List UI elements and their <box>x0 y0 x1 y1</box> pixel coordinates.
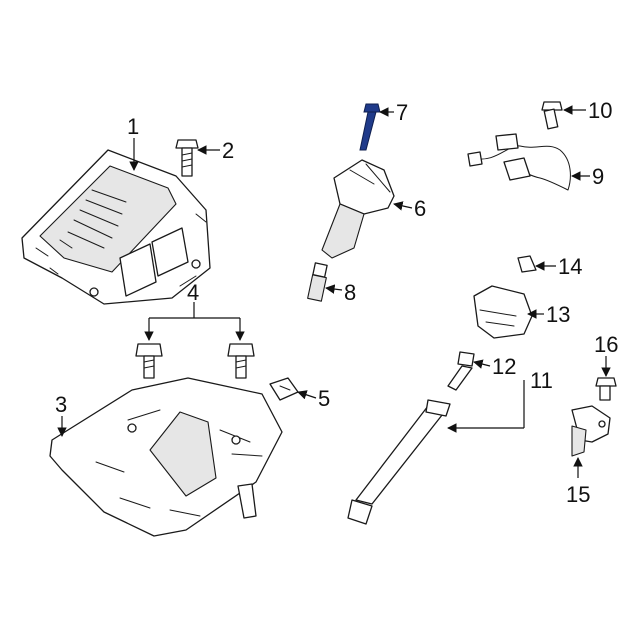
ignition-coil[interactable] <box>321 159 395 259</box>
position-sensor[interactable] <box>571 405 611 457</box>
bracket-bolt-left[interactable] <box>135 343 163 379</box>
dipstick-tube[interactable] <box>347 399 451 525</box>
callout-4: 4 <box>187 280 199 305</box>
harness-bolt[interactable] <box>541 101 563 130</box>
module-bolt[interactable] <box>175 139 199 177</box>
callout-labels: 1 2 3 4 5 6 7 8 9 10 11 12 13 14 15 16 <box>55 98 618 507</box>
callout-16: 16 <box>594 332 618 357</box>
callout-5: 5 <box>318 386 330 411</box>
sensor-bolt[interactable] <box>595 377 617 401</box>
callout-14: 14 <box>558 254 582 279</box>
callout-11: 11 <box>530 368 553 393</box>
spark-plug[interactable] <box>307 262 328 302</box>
tube-stud[interactable] <box>447 351 475 391</box>
callout-6: 6 <box>414 196 426 221</box>
cover-clip[interactable] <box>517 255 537 273</box>
callout-8: 8 <box>344 280 356 305</box>
callout-9: 9 <box>592 164 604 189</box>
mounting-bracket[interactable] <box>49 377 283 537</box>
bracket-bolt-right[interactable] <box>227 343 255 379</box>
callout-7: 7 <box>396 100 408 125</box>
callout-13: 13 <box>546 302 570 327</box>
leader-lines <box>57 105 611 478</box>
callout-12: 12 <box>492 354 516 379</box>
callout-1: 1 <box>127 114 139 139</box>
callout-10: 10 <box>588 98 612 123</box>
sensor-cover[interactable] <box>473 285 533 339</box>
callout-2: 2 <box>222 138 234 163</box>
wiring-harness[interactable] <box>467 133 571 191</box>
engine-control-module[interactable] <box>21 149 211 305</box>
callout-15: 15 <box>566 482 590 507</box>
callout-3: 3 <box>55 392 67 417</box>
coil-bolt[interactable] <box>359 103 381 151</box>
speed-nut[interactable] <box>269 377 299 401</box>
